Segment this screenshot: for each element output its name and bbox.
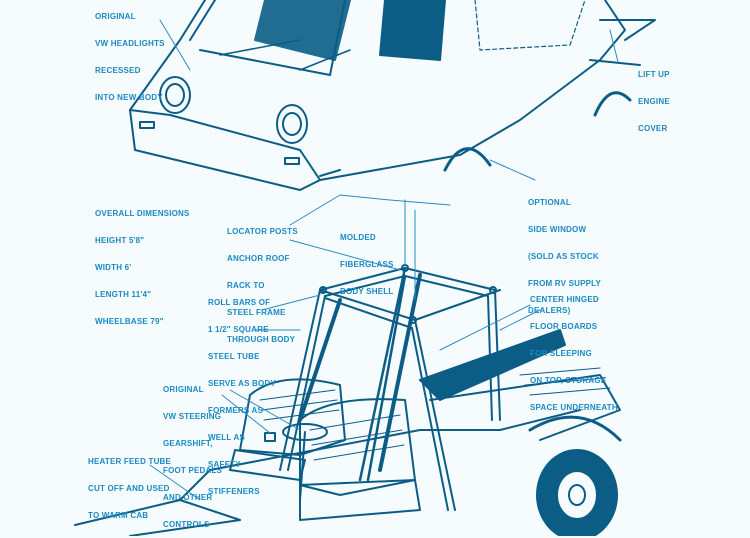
- label-line: SIDE WINDOW: [528, 225, 587, 234]
- label-line: ENGINE: [638, 97, 670, 106]
- label-line: FOOT PEDALS: [163, 466, 223, 475]
- label-line: DEALERS): [528, 306, 571, 315]
- label-locator-posts: LOCATOR POSTS ANCHOR ROOF RACK TO STEEL …: [227, 209, 298, 353]
- label-line: AND OTHER: [163, 493, 213, 502]
- label-line: HEATER FEED TUBE: [88, 457, 172, 466]
- label-line: TO WARM CAB: [88, 511, 149, 520]
- label-line: LIFT UP: [638, 70, 670, 79]
- label-line: ORIGINAL: [163, 385, 204, 394]
- label-line: FORMERS AS: [208, 406, 264, 415]
- seats: [229, 378, 421, 521]
- label-line: (SOLD AS STOCK: [528, 252, 599, 261]
- leader-lines: [149, 19, 619, 501]
- label-line: SAFETY: [208, 460, 241, 469]
- label-line: CENTER HINGED: [530, 295, 599, 304]
- label-line: STIFFENERS: [208, 487, 260, 496]
- label-dimensions: OVERALL DIMENSIONS HEIGHT 5'8" WIDTH 6' …: [95, 191, 190, 335]
- label-line: FOR SLEEPING: [530, 349, 592, 358]
- label-line: CUT OFF AND USED: [88, 484, 170, 493]
- label-headlights: ORIGINAL VW HEADLIGHTS RECESSED INTO NEW…: [95, 0, 165, 111]
- label-side-window: OPTIONAL SIDE WINDOW (SOLD AS STOCK FROM…: [528, 180, 601, 324]
- label-line: VW HEADLIGHTS: [95, 39, 165, 48]
- label-line: FIBERGLASS: [340, 260, 394, 269]
- label-line: RACK TO: [227, 281, 265, 290]
- label-line: OVERALL DIMENSIONS: [95, 209, 190, 218]
- label-line: MOLDED: [340, 233, 376, 242]
- label-heater: HEATER FEED TUBE CUT OFF AND USED TO WAR…: [88, 439, 171, 529]
- label-line: WHEELBASE 79": [95, 317, 164, 326]
- label-line: RECESSED: [95, 66, 141, 75]
- label-line: HEIGHT 5'8": [95, 236, 145, 245]
- fiberglass-body-shell: [129, 0, 656, 191]
- label-line: STEEL FRAME: [227, 308, 286, 317]
- label-roll-bars: ROLL BARS OF 1 1/2" SQUARE STEEL TUBE SE…: [208, 280, 276, 505]
- label-line: GEARSHIFT,: [163, 439, 213, 448]
- label-line: THROUGH BODY: [227, 335, 296, 344]
- label-engine-cover: LIFT UP ENGINE COVER: [638, 52, 670, 142]
- label-line: VW STEERING: [163, 412, 222, 421]
- label-line: ORIGINAL: [95, 12, 136, 21]
- label-floor-boards: CENTER HINGED FLOOR BOARDS FOR SLEEPING …: [530, 277, 618, 421]
- label-line: OPTIONAL: [528, 198, 571, 207]
- label-line: ANCHOR ROOF: [227, 254, 290, 263]
- label-line: BODY SHELL: [340, 287, 394, 296]
- label-line: WELL AS: [208, 433, 245, 442]
- label-line: LENGTH 11'4": [95, 290, 152, 299]
- label-line: SPACE UNDERNEATH: [530, 403, 618, 412]
- label-line: CONTROLS: [163, 520, 210, 529]
- label-line: SERVE AS BODY: [208, 379, 276, 388]
- label-line: INTO NEW BODY: [95, 93, 163, 102]
- label-line: ROLL BARS OF: [208, 298, 271, 307]
- label-line: LOCATOR POSTS: [227, 227, 298, 236]
- label-line: FLOOR BOARDS: [530, 322, 598, 331]
- label-body-shell: MOLDED FIBERGLASS BODY SHELL: [340, 215, 394, 305]
- chassis-floor: [74, 329, 622, 536]
- label-controls: ORIGINAL VW STEERING GEARSHIFT, FOOT PED…: [163, 367, 222, 538]
- label-line: FROM RV SUPPLY: [528, 279, 602, 288]
- label-line: ON TOP, STORAGE: [530, 376, 607, 385]
- label-line: 1 1/2" SQUARE: [208, 325, 269, 334]
- label-line: STEEL TUBE: [208, 352, 260, 361]
- label-line: WIDTH 6': [95, 263, 132, 272]
- label-line: COVER: [638, 124, 668, 133]
